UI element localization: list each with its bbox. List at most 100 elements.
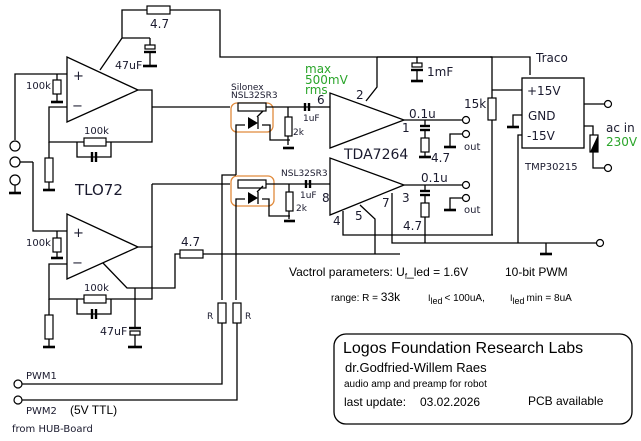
label-max: max [305, 62, 331, 76]
label-pwm1: PWM1 [26, 371, 57, 382]
pin-2: 2 [356, 88, 364, 102]
label-vactrol-2-part: NSL32SR3 [281, 169, 328, 179]
vactrol-2-outline [230, 175, 275, 207]
title-author: dr.Godfried-Willem Raes [345, 360, 487, 375]
label-1uF-2: 1uF [300, 191, 317, 201]
label-c-47uF-top: 47uF [115, 59, 142, 72]
opamp-top: + − [66, 55, 140, 124]
title-pcb-available: PCB available [528, 394, 604, 408]
label-100k-fb-bottom: 100k [84, 283, 109, 294]
resistor-4.7-out-2 [420, 202, 430, 218]
label-c-47uF-bottom: 47uF [100, 325, 127, 338]
pin-7: 7 [382, 196, 390, 210]
label-pwm2: PWM2 [26, 406, 57, 417]
tda7264-channel-2 [329, 157, 406, 216]
label-out-1: out [464, 142, 480, 153]
title-description: audio amp and preamp for robot [344, 379, 487, 390]
output-2-ground-terminal[interactable] [461, 193, 471, 203]
label-230v: 230V [606, 135, 638, 149]
label-1uF-1: 1uF [303, 114, 320, 124]
resistor-2k-2 [285, 191, 294, 212]
psu-plus-15v: +15V [527, 84, 561, 98]
resistor-4.7-bottom [179, 249, 204, 259]
label-out-2: out [464, 205, 480, 216]
label-tmp30215: TMP30215 [524, 162, 578, 173]
title-block-frame [333, 333, 633, 425]
resistor-4.7-top [146, 5, 171, 15]
resistor-100k-in-top [52, 79, 62, 95]
label-tda7264: TDA7264 [343, 147, 408, 163]
opamp-bottom-plus: + [73, 226, 84, 241]
input-terminal-1[interactable] [9, 140, 21, 152]
label-5v-ttl: (5V TTL) [70, 403, 117, 417]
resistor-2k-1 [284, 116, 293, 137]
label-15k: 15k [464, 97, 486, 111]
psu-minus-15v: -15V [527, 129, 556, 143]
tda7264-channel-1 [329, 92, 406, 149]
resistor-100k-fb-bottom [83, 294, 107, 304]
resistor-4.7-out-1 [420, 137, 430, 153]
title-block: Logos Foundation Research Labs dr.Godfri… [333, 333, 633, 425]
vactrol-2-led-icon [248, 192, 258, 204]
electrolytic-cap-bottom [129, 330, 141, 336]
vactrol-1-led-icon [248, 117, 258, 129]
label-100k-in-bottom: 100k [26, 238, 51, 249]
label-r-4.7-bottom: 4.7 [181, 235, 200, 249]
psu-traco-box [521, 77, 585, 149]
opamp-bottom-minus: − [72, 256, 83, 271]
label-4.7-out-1: 4.7 [431, 151, 450, 165]
label-2k-1: 2k [293, 128, 305, 138]
label-vactrol-1-part: NSL32SR3 [231, 91, 278, 101]
title-last-update-date: 03.02.2026 [420, 395, 480, 409]
electrolytic-cap-top [144, 44, 156, 50]
psu-aux-terminal[interactable] [603, 99, 613, 109]
opamp-top-plus: + [73, 69, 84, 84]
label-tlo72: TLO72 [74, 181, 123, 199]
input-terminal-ground[interactable] [9, 174, 21, 186]
pin-4: 4 [333, 214, 341, 228]
pin-6: 6 [317, 93, 325, 107]
vactrol-heading: Vactrol parameters: Uf_led = 1.6V [289, 265, 468, 281]
label-r-pwm-2: R [245, 312, 251, 322]
pin-1: 1 [402, 121, 410, 135]
resistor-100k-fb-top [83, 137, 107, 147]
label-silonex: Silonex [231, 83, 264, 93]
opamp-bottom: + − [66, 212, 140, 281]
ac-in-terminal[interactable] [603, 163, 613, 173]
resistor-pwm-1 [217, 302, 227, 324]
output-1-ground-terminal[interactable] [461, 129, 471, 139]
label-2k-2: 2k [296, 204, 308, 214]
pin-8: 8 [322, 191, 330, 205]
title-organization: Logos Foundation Research Labs [343, 340, 583, 357]
pwm1-terminal[interactable] [13, 379, 23, 389]
label-r-4.7-top: 4.7 [150, 17, 169, 31]
label-500mV: 500mV [305, 73, 349, 87]
vactrol-pwm: 10-bit PWM [505, 265, 568, 279]
psu-gnd: GND [528, 109, 556, 123]
opamp-top-minus: − [72, 99, 83, 114]
resistor-ground-top [44, 157, 54, 183]
pin-3: 3 [402, 191, 410, 205]
label-rms: rms [305, 83, 328, 97]
capacitor-1mF [411, 62, 423, 68]
vactrol-iled-max: Iled< 100uA, [428, 293, 485, 306]
label-0.1u-2: 0.1u [421, 171, 448, 185]
resistor-ground-bottom [44, 314, 54, 340]
label-ac-in: ac in [606, 121, 635, 135]
label-r-pwm-1: R [207, 312, 213, 322]
ground-terminal-right[interactable] [595, 238, 605, 248]
vactrol-parameters: Vactrol parameters: Uf_led = 1.6V 10-bit… [289, 265, 572, 306]
pwm2-terminal[interactable] [13, 395, 23, 405]
input-terminal-2[interactable] [9, 156, 21, 168]
label-4.7-out-2: 4.7 [403, 219, 422, 233]
label-from-hub-board: from HUB-Board [12, 424, 93, 435]
output-2-terminal[interactable] [461, 180, 471, 190]
vactrol-1-ldr [237, 102, 267, 112]
resistor-100k-in-bottom [52, 237, 62, 253]
title-last-update-label: last update: [344, 395, 406, 409]
label-traco: Traco [535, 51, 568, 65]
resistor-15k [487, 97, 497, 121]
output-1-terminal[interactable] [461, 115, 471, 125]
